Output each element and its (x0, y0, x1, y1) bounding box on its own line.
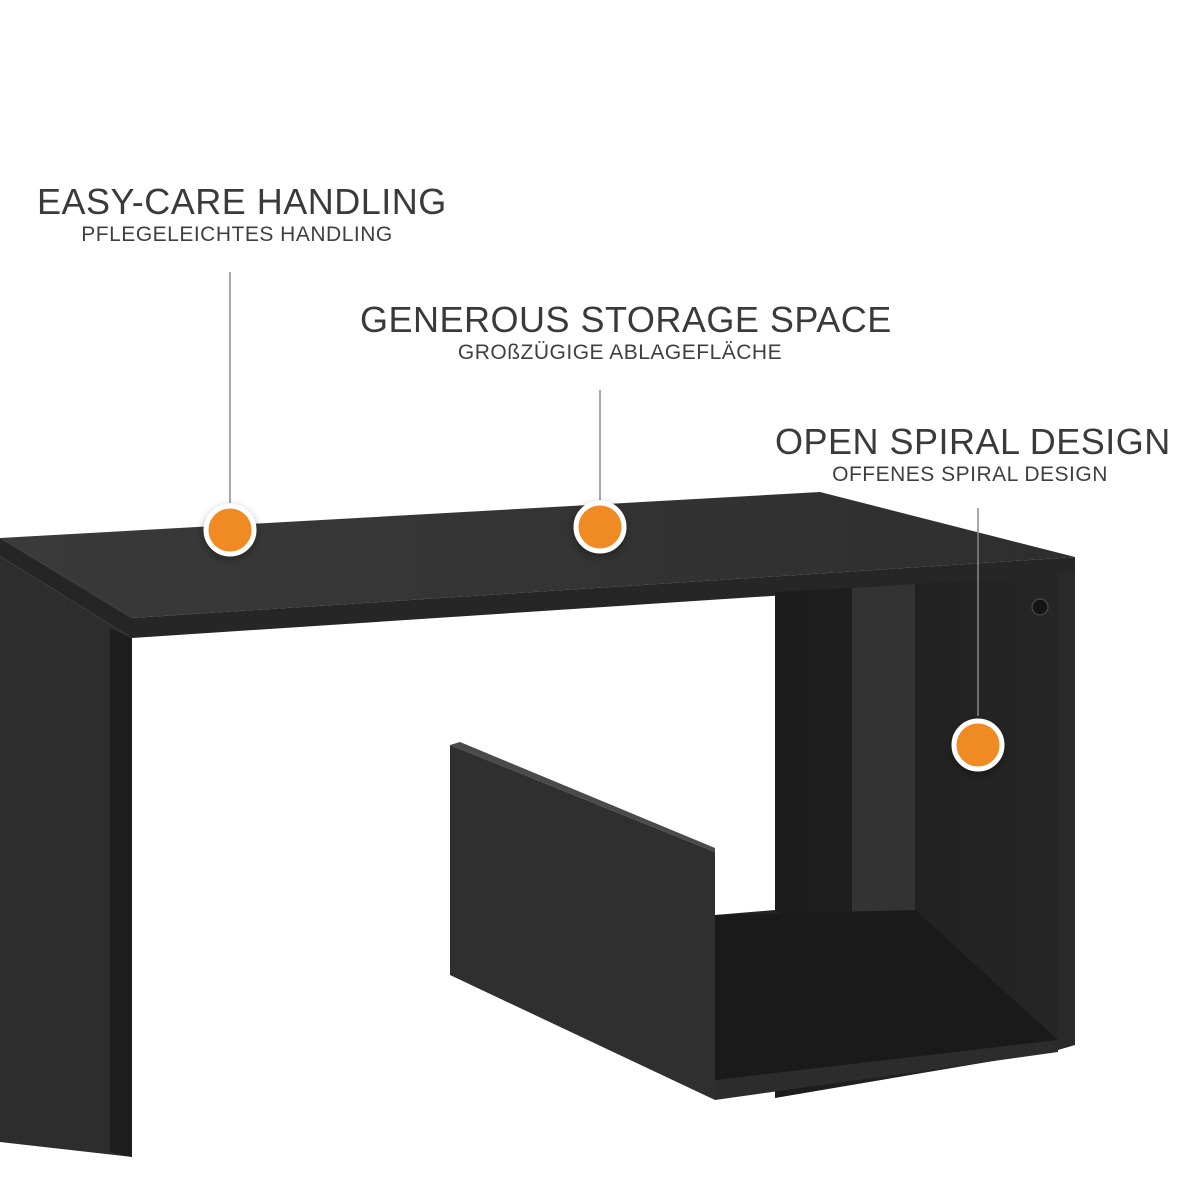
left-leg-panel (0, 556, 132, 1157)
bottom-shelf (450, 742, 1058, 1100)
feature-markers (203, 500, 1005, 772)
callout-spiral-design: OPEN SPIRAL DESIGN OFFENES SPIRAL DESIGN (775, 421, 1171, 488)
leader-lines (229, 272, 979, 716)
marker-dot (573, 500, 627, 554)
marker-dot (951, 718, 1005, 772)
marker-dot (203, 503, 257, 557)
table-top (0, 492, 1075, 638)
callout-storage-space: GENEROUS STORAGE SPACE GROßZÜGIGE ABLAGE… (360, 299, 892, 366)
callout-subtitle: PFLEGELEICHTES HANDLING (81, 223, 393, 246)
callout-subtitle: OFFENES SPIRAL DESIGN (832, 463, 1108, 486)
callout-title: GENEROUS STORAGE SPACE (360, 299, 892, 340)
callout-title: OPEN SPIRAL DESIGN (775, 421, 1171, 462)
callout-subtitle: GROßZÜGIGE ABLAGEFLÄCHE (457, 341, 783, 364)
callout-title: EASY-CARE HANDLING (37, 181, 447, 222)
callout-easy-care: EASY-CARE HANDLING PFLEGELEICHTES HANDLI… (37, 181, 447, 248)
